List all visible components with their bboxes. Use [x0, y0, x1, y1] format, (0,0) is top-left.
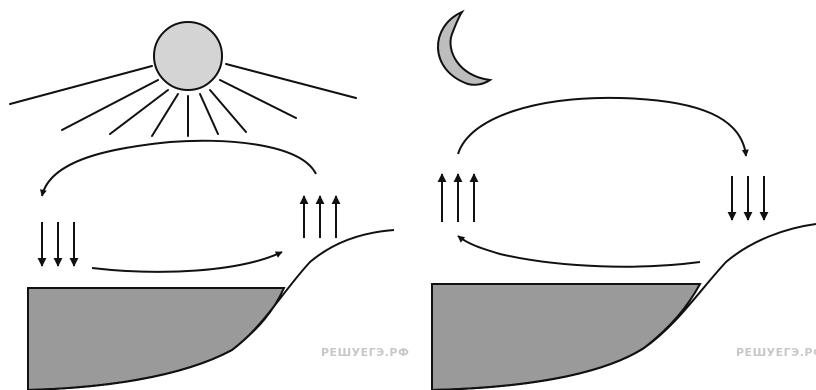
upper-air-flow-arrow-night — [458, 98, 746, 156]
surface-breeze-arrow — [92, 252, 282, 272]
day-panel — [10, 22, 394, 390]
water-body-night — [432, 284, 700, 390]
rising-air-arrows — [304, 196, 336, 238]
watermark-right: РЕШУЕГЭ.РФ — [736, 346, 816, 359]
descending-air-arrows — [42, 222, 74, 266]
night-panel — [432, 12, 816, 390]
land-breeze-arrow — [458, 236, 700, 267]
watermark-left: РЕШУЕГЭ.РФ — [321, 346, 409, 359]
descending-air-arrows-night — [732, 176, 764, 220]
sun-icon — [154, 22, 222, 90]
rising-air-arrows-night — [442, 174, 474, 222]
moon-icon — [438, 12, 490, 85]
upper-air-flow-arrow — [42, 141, 316, 196]
